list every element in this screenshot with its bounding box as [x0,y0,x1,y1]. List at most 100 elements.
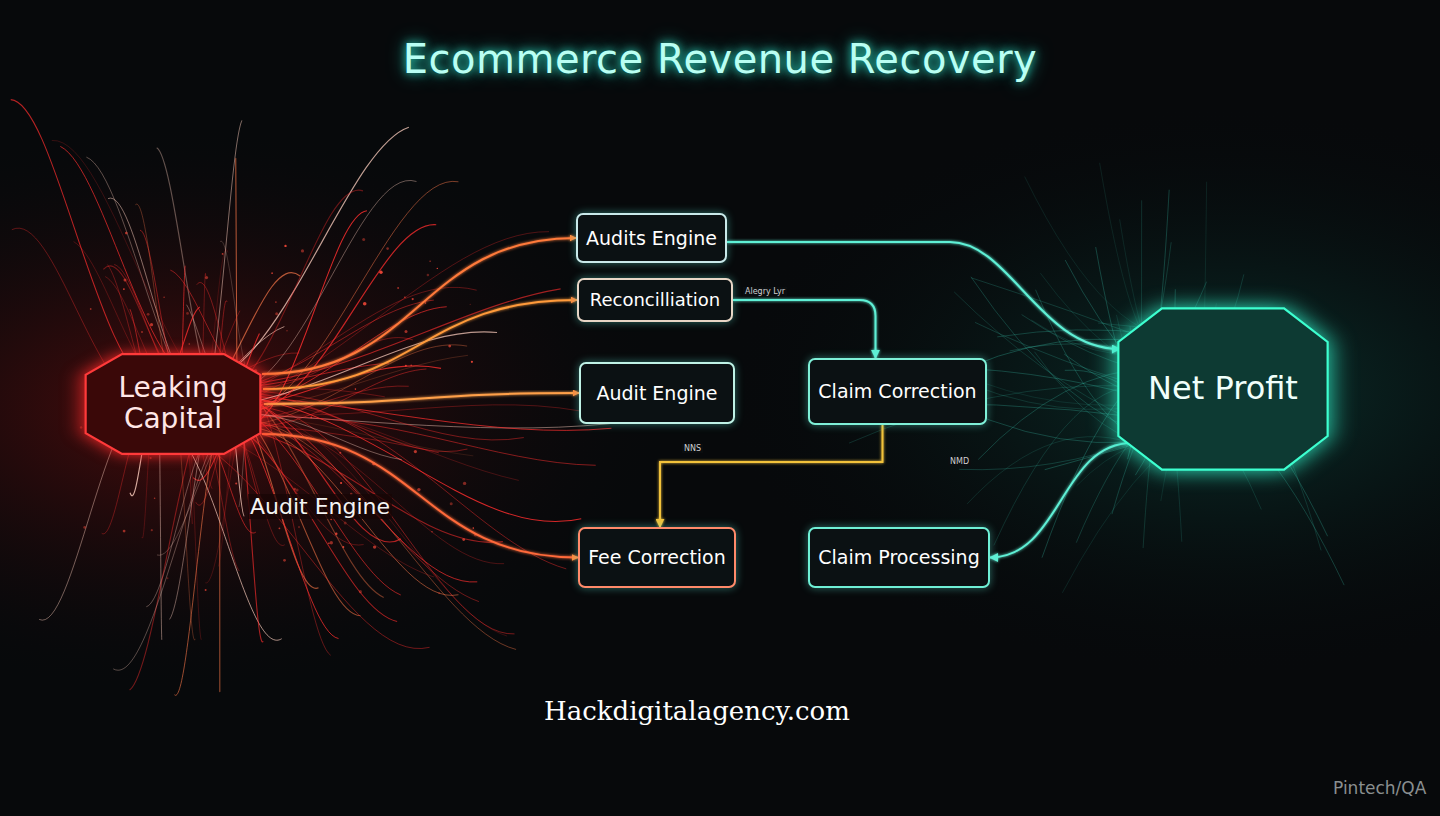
tiny-note: Alegry Lyr [743,287,787,296]
spark-dot [397,287,399,289]
spark-dot [328,542,330,544]
red-strand [235,427,459,595]
connector-arrow [262,238,576,374]
teal-strand [959,439,1144,470]
red-strand [60,146,208,385]
node-label: Net Profit [1148,371,1298,406]
spark-dot [125,232,128,235]
connector-arrow [736,557,808,559]
spark-dot [154,498,156,500]
spark-dot [141,331,143,333]
spark-dot [448,345,451,348]
spark-dot [363,302,367,306]
node-label: Claim Processing [818,547,979,568]
red-strand [219,416,220,691]
spark-dot [205,589,207,591]
spark-dot [379,271,382,274]
spark-dot [296,488,299,491]
connector-arrow [735,392,808,394]
spark-dot [463,482,466,485]
spark-dot [386,247,389,250]
red-strand [248,225,436,411]
spark-dot [425,302,427,304]
spark-dot [471,361,473,363]
spark-dot [462,538,465,541]
connector-arrow [660,425,883,527]
spark-dot [410,365,412,367]
spark-dot [186,312,189,315]
spark-dot [470,304,471,305]
spark-dot [339,452,341,454]
spark-dot [412,298,414,300]
tiny-note: NMD [948,457,971,466]
website-watermark: Hackdigitalagency.com [542,697,852,727]
spark-dot [279,527,281,529]
connector-arrow [990,443,1132,558]
spark-dot [163,296,165,298]
spark-dot [83,526,86,529]
spark-dot [294,488,296,490]
connector-arrow [727,242,1120,349]
spark-dot [417,488,420,491]
spark-dot [414,450,417,453]
process-box: Fee Correction [578,527,736,588]
connector-arrow [733,300,876,358]
spark-dot [473,527,475,529]
red-strand [254,416,596,465]
spark-dot [359,590,362,593]
connector-arrow [656,322,658,362]
spark-dot [235,483,237,485]
spark-dot [124,279,127,282]
spark-dot [90,308,92,310]
free-label: Audit Engine [248,494,392,519]
process-box: Audits Engine [576,213,727,263]
spark-dot [284,245,286,247]
spark-dot [431,531,433,533]
spark-dot [151,529,153,531]
spark-dot [222,253,224,255]
spark-dot [405,330,408,333]
diagram-title: Ecommerce Revenue Recovery [0,36,1440,82]
red-strand [11,100,158,389]
spark-dot [275,312,278,315]
red-strand [152,426,429,649]
spark-dot [438,592,440,594]
spark-dot [330,541,333,544]
spark-dot [404,297,405,298]
process-box: Claim Processing [808,527,990,588]
spark-dot [167,577,169,579]
spark-dot [344,521,347,524]
red-strand [174,421,222,695]
octagon-shape [1118,308,1327,469]
teal-strand [967,437,1142,504]
spark-dot [405,365,407,367]
node-label: Audit Engine [597,383,718,404]
spark-dot [340,482,342,484]
spark-dot [147,313,150,316]
spark-dot [355,388,357,390]
spark-dot [189,343,191,345]
spark-dot [342,546,344,548]
connector-arrow [987,391,1118,393]
octagon-node: Net Profit [1114,305,1332,473]
node-label: Reconcilliation [590,290,721,310]
spark-dot [310,417,312,419]
spark-dot [437,268,438,269]
octagon-shape [86,354,261,454]
spark-dot [271,272,273,274]
process-box: Audit Engine [579,362,735,424]
node-label: Claim Correction [818,381,976,402]
spark-dot [150,323,153,326]
spark-dot [205,276,208,279]
node-label: Leaking Capital [104,373,242,435]
node-label: Fee Correction [588,547,726,568]
corner-watermark: Pintech/QA [1331,779,1428,799]
red-strand [236,158,237,380]
spark-dot [427,274,430,277]
spark-dot [301,249,304,252]
connector-arrow [264,393,579,404]
spark-dot [123,530,126,533]
spark-dot [373,545,376,548]
process-box: Reconcilliation [577,278,733,322]
